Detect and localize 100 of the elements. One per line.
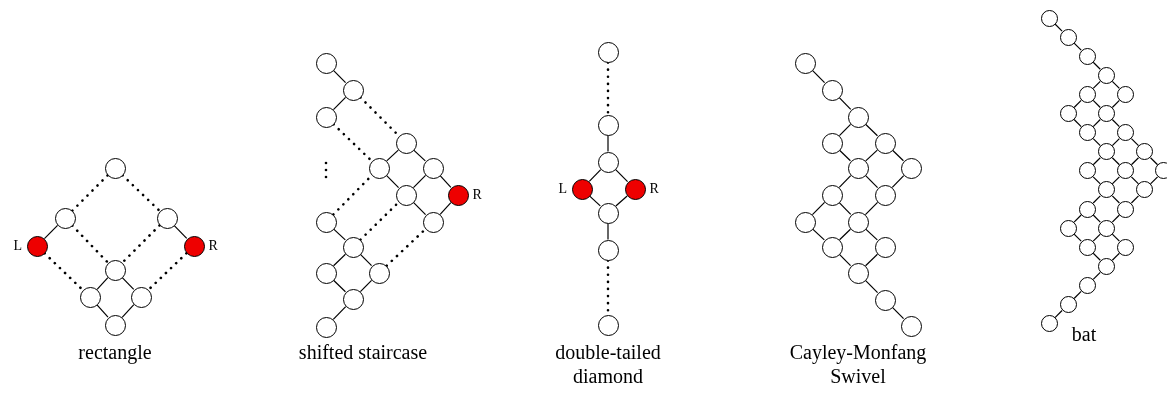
vertex-circle — [104, 314, 126, 336]
connector-line — [1092, 233, 1101, 242]
connector-line — [359, 253, 373, 267]
connector-line — [413, 149, 426, 162]
vertex-circle — [1136, 143, 1153, 161]
vertex-circle — [156, 207, 178, 229]
connector-line — [1054, 309, 1063, 319]
connector-line — [1092, 99, 1101, 109]
connector-line — [1130, 138, 1140, 147]
connector-line — [333, 228, 346, 241]
vertex-circle — [1097, 181, 1115, 199]
vertex-circle — [874, 132, 896, 154]
connector-line — [359, 279, 373, 293]
vertex-circle — [1078, 276, 1096, 294]
vertex-circle — [1097, 143, 1115, 161]
vertex-circle — [1059, 296, 1077, 313]
vertex-circle — [1116, 162, 1134, 180]
connector-line — [1111, 176, 1120, 185]
vertex-circle — [422, 157, 444, 179]
connector-line — [1149, 176, 1159, 185]
vertex-circle — [395, 184, 417, 206]
vertex-circle — [1059, 219, 1077, 237]
vertex-circle — [54, 207, 76, 229]
dotted-line — [359, 201, 400, 241]
vertex-circle — [597, 314, 619, 336]
vertex-circle — [1078, 200, 1096, 218]
vertex-circle — [342, 288, 364, 310]
vertex-circle — [874, 236, 896, 258]
connector-line — [838, 174, 852, 189]
vertex-circle — [794, 211, 816, 233]
vertex-circle — [847, 262, 869, 284]
connector-line — [1092, 271, 1101, 280]
vertex-circle — [1097, 105, 1115, 122]
connector-line — [1073, 290, 1082, 300]
connector-line — [121, 276, 135, 291]
connector-line — [838, 96, 852, 111]
vertex-circle — [821, 132, 843, 154]
connector-line — [838, 228, 852, 241]
connector-line — [1073, 118, 1082, 128]
vertex-circle — [368, 262, 390, 284]
connector-line — [838, 149, 852, 162]
connector-line — [1111, 195, 1120, 204]
vertex-circle — [342, 79, 364, 101]
vertex-circle — [1097, 257, 1115, 275]
dotted-line — [606, 61, 610, 116]
dotted-line — [385, 227, 427, 268]
connector-line — [1092, 61, 1101, 70]
connector-line — [588, 168, 602, 183]
connector-line — [1130, 195, 1140, 204]
connector-line — [1073, 214, 1082, 223]
connector-line — [439, 175, 452, 188]
vertex-circle — [794, 52, 816, 74]
connector-line — [1111, 80, 1120, 89]
vertex-circle — [1059, 105, 1077, 122]
connector-line — [589, 195, 601, 207]
connector-line — [1092, 157, 1101, 166]
connector-line — [864, 201, 879, 216]
connector-line — [1092, 176, 1101, 185]
vertex-circle — [900, 315, 922, 337]
vertex-circle — [447, 184, 469, 206]
vertex-circle — [130, 286, 152, 308]
vertex-circle — [342, 236, 364, 258]
vertex-circle — [315, 52, 337, 74]
vertex-circle — [821, 184, 843, 206]
vertex-circle — [1116, 200, 1134, 218]
connector-line — [1111, 252, 1120, 261]
vertex-circle — [1097, 66, 1115, 84]
connector-line — [864, 253, 879, 267]
connector-line — [1092, 80, 1101, 89]
connector-line — [607, 134, 609, 153]
vertex-circle — [900, 157, 922, 179]
vertex-circle — [1040, 9, 1058, 27]
vertex-circle — [571, 178, 593, 200]
connector-line — [1092, 252, 1101, 261]
vertex-circle — [26, 235, 48, 257]
vertex-circle — [1097, 219, 1115, 237]
vertex-circle — [315, 106, 337, 128]
vertex-label: R — [208, 238, 218, 254]
connector-line — [1092, 118, 1101, 128]
connector-line — [1111, 233, 1120, 242]
connector-line — [1092, 214, 1101, 223]
vertex-circle — [1078, 47, 1096, 65]
vertex-circle — [1116, 85, 1134, 103]
vertex-circle — [1155, 162, 1167, 180]
connector-line — [1130, 176, 1140, 185]
connector-line — [1111, 138, 1120, 147]
connector-line — [891, 174, 905, 189]
connector-line — [891, 149, 905, 162]
vertex-circle — [821, 236, 843, 258]
vertex-circle — [104, 157, 126, 179]
vertex-circle — [597, 114, 619, 136]
connector-line — [332, 279, 347, 293]
connector-line — [1111, 157, 1120, 166]
vertex-circle — [597, 151, 619, 173]
connector-line — [811, 201, 826, 216]
connector-line — [1092, 195, 1101, 204]
vertex-circle — [597, 239, 619, 261]
connector-line — [865, 228, 878, 241]
dotted-line — [121, 224, 161, 264]
vertex-circle — [821, 79, 843, 101]
